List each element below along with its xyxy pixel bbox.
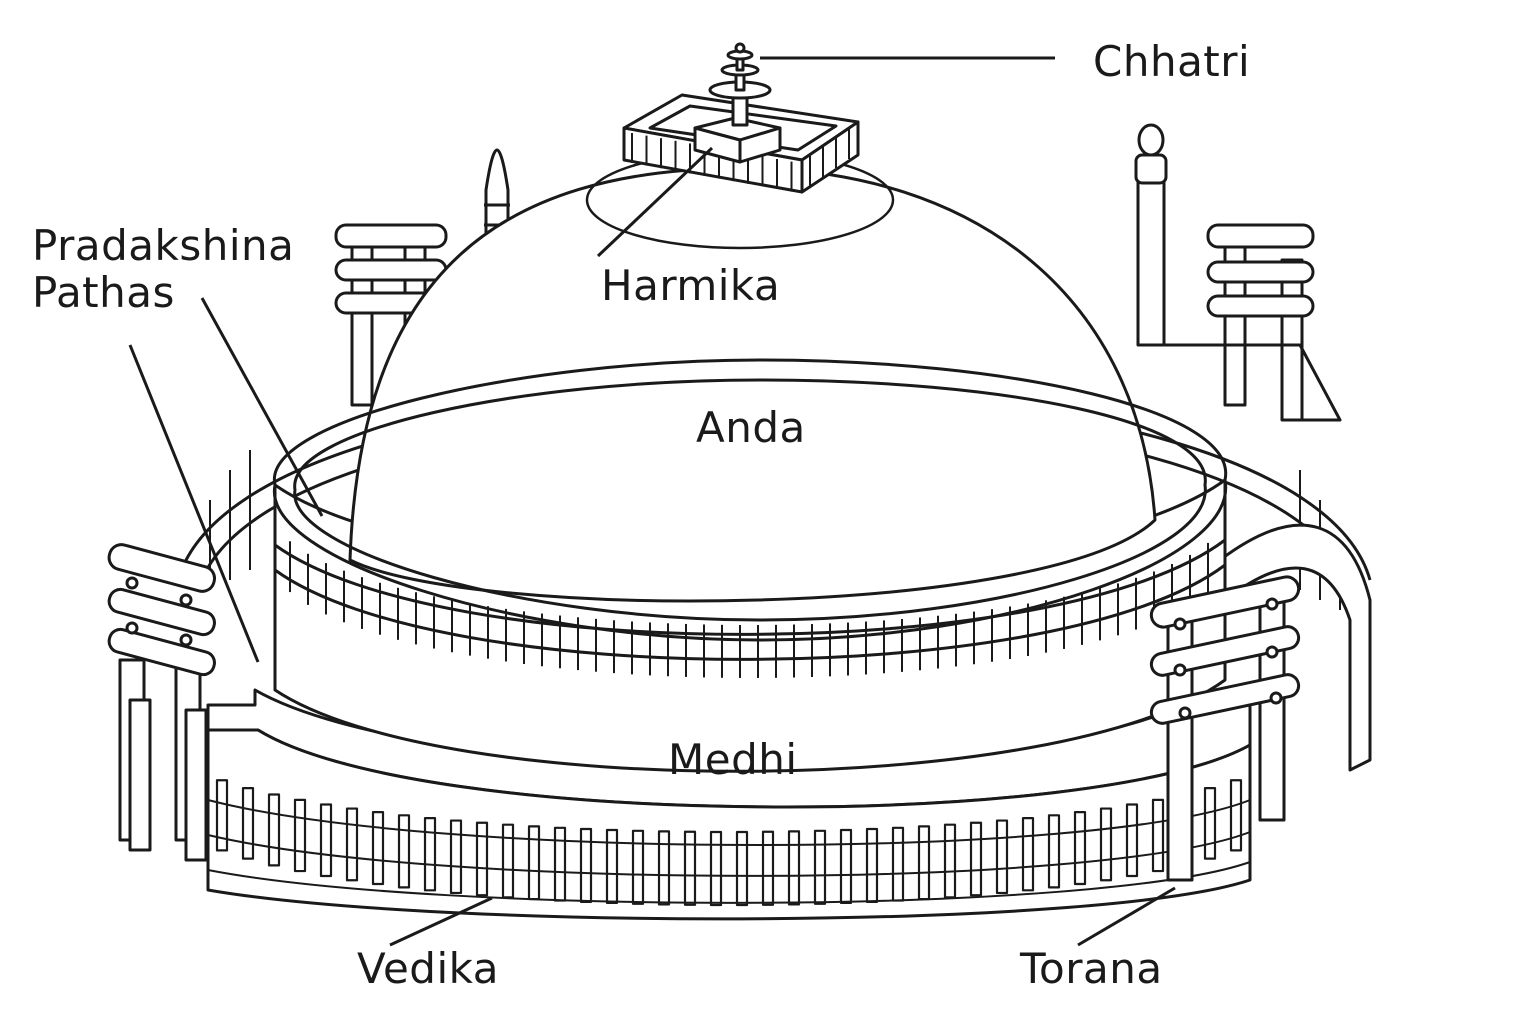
vedika-post — [371, 811, 385, 886]
vedika-post — [761, 830, 775, 906]
vedika-post — [579, 827, 593, 903]
vedika-post — [657, 830, 671, 906]
front-right-torana — [1149, 575, 1301, 882]
vedika-post — [397, 814, 411, 889]
vedika-post — [1203, 786, 1217, 860]
label-pradakshina-line2: Pathas — [32, 268, 175, 318]
vedika-post — [813, 829, 827, 905]
vedika-post — [1073, 811, 1087, 886]
vedika-post — [553, 826, 567, 902]
vedika-post — [605, 828, 619, 905]
leader-torana — [1077, 886, 1176, 947]
front-left-torana — [107, 543, 217, 862]
medhi-base — [206, 688, 1252, 921]
vedika-post — [917, 825, 931, 901]
label-chhatri: Chhatri — [1093, 37, 1251, 86]
anda-dome — [348, 150, 1157, 603]
vedika-post — [1047, 814, 1061, 889]
label-pradakshina-pathas: Pradakshina Pathas — [32, 222, 294, 316]
label-pradakshina-line1: Pradakshina — [32, 221, 295, 270]
vedika-post — [943, 823, 957, 899]
vedika-post — [241, 786, 255, 860]
vedika-post — [1151, 798, 1165, 873]
vedika-post — [891, 826, 905, 902]
label-anda: Anda — [696, 403, 806, 452]
leader-vedika — [389, 896, 493, 947]
label-harmika: Harmika — [601, 261, 781, 310]
leader-lines — [128, 56, 1176, 947]
vedika-post — [839, 828, 853, 905]
harmika — [622, 93, 860, 194]
vedika-post — [501, 823, 515, 899]
upper-ring-railing — [273, 358, 1228, 678]
vedika-post — [631, 829, 645, 905]
vedika-post — [1021, 816, 1035, 892]
vedika-post — [319, 803, 333, 878]
leader-pradakshina-upper — [200, 297, 324, 517]
chhatri — [708, 42, 772, 127]
vedika-post — [215, 779, 229, 852]
vedika-post — [423, 816, 437, 892]
vedika-post — [683, 830, 697, 906]
vedika-post — [345, 807, 359, 882]
vedika-post — [709, 830, 723, 907]
vedika-post — [475, 821, 489, 897]
vedika-post — [449, 819, 463, 895]
vedika-post — [735, 830, 749, 907]
leader-pradakshina-lower — [128, 344, 260, 663]
vedika-post — [1229, 779, 1243, 852]
vedika-post — [865, 827, 879, 903]
vedika-post — [995, 819, 1009, 895]
label-vedika: Vedika — [357, 944, 499, 993]
leader-harmika — [596, 146, 714, 258]
label-torana: Torana — [1020, 944, 1163, 993]
vedika-post — [267, 793, 281, 867]
label-medhi: Medhi — [668, 735, 798, 784]
vedika-post — [293, 798, 307, 873]
vedika-post — [527, 825, 541, 901]
vedika-post — [969, 821, 983, 897]
back-right-torana — [1165, 223, 1342, 422]
vedika-post — [1099, 807, 1113, 882]
vedika-post — [1125, 803, 1139, 878]
vedika-post — [787, 830, 801, 906]
